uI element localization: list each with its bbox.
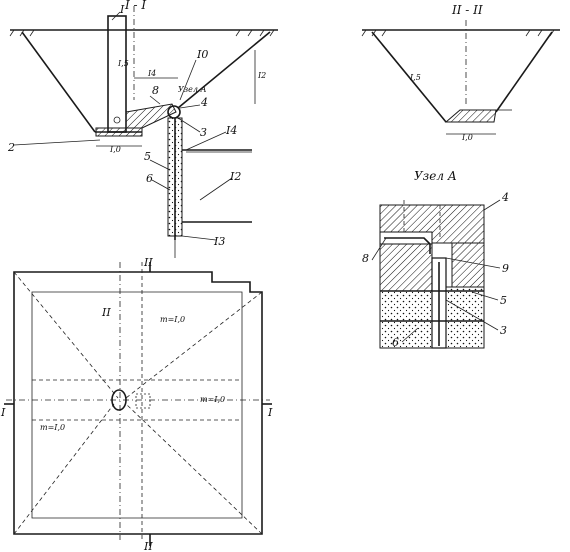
section-2-2 xyxy=(361,20,560,135)
cut-1-right: I xyxy=(267,406,273,419)
callout-14: I4 xyxy=(225,124,237,137)
left-slope xyxy=(21,31,96,133)
callout-6: 6 xyxy=(146,172,153,185)
dim-14: I4 xyxy=(147,69,156,78)
node-a-label: Узел А xyxy=(178,85,207,94)
node-a-title: Узел А xyxy=(414,169,457,183)
node-callout-6: 6 xyxy=(392,336,399,349)
cut-2-bottom: II xyxy=(143,540,153,552)
cut-2-top: II xyxy=(143,256,153,269)
node-callout-5: 5 xyxy=(500,294,507,307)
cut-1-left: I xyxy=(0,406,6,419)
right-slope xyxy=(177,31,271,109)
plan-outer xyxy=(13,271,263,535)
concrete-lining xyxy=(125,103,177,129)
callout-1: I xyxy=(119,3,125,16)
node-callout-8: 8 xyxy=(362,252,369,265)
dim-12: I2 xyxy=(257,71,266,80)
callout-3: 3 xyxy=(200,126,207,139)
callout-13: I3 xyxy=(213,235,225,248)
plan-slope-a: m=I,0 xyxy=(160,315,185,324)
plan-riser xyxy=(111,389,127,411)
riser-pipe xyxy=(107,15,127,133)
node-callout-3: 3 xyxy=(500,324,507,337)
slope-1-5-a: I,5 xyxy=(117,59,129,68)
callout-2: 2 xyxy=(7,141,15,154)
callout-8: 8 xyxy=(152,84,159,97)
section-2-slab xyxy=(444,109,497,123)
slope-1-5-b: I,5 xyxy=(409,73,421,82)
plan-slope-c: m=I,0 xyxy=(200,395,225,404)
node-callout-4: 4 xyxy=(501,191,509,204)
section-1-1 xyxy=(9,6,278,258)
callout-5: 5 xyxy=(144,150,151,163)
dim-1-0-b: I,0 xyxy=(461,133,473,142)
callout-4: 4 xyxy=(200,96,208,109)
plan-view xyxy=(4,262,272,546)
callout-12: I2 xyxy=(229,170,241,183)
section-2-title: II - II xyxy=(451,3,483,17)
section-1-title: I - I xyxy=(124,0,146,12)
plan-label-ii: II xyxy=(101,306,111,319)
plan-slope-b: m=I,0 xyxy=(40,423,65,432)
callout-10: I0 xyxy=(196,48,208,61)
node-callout-9: 9 xyxy=(502,262,509,275)
node-a-detail xyxy=(371,199,501,349)
dim-1-0-a: I,0 xyxy=(109,145,121,154)
